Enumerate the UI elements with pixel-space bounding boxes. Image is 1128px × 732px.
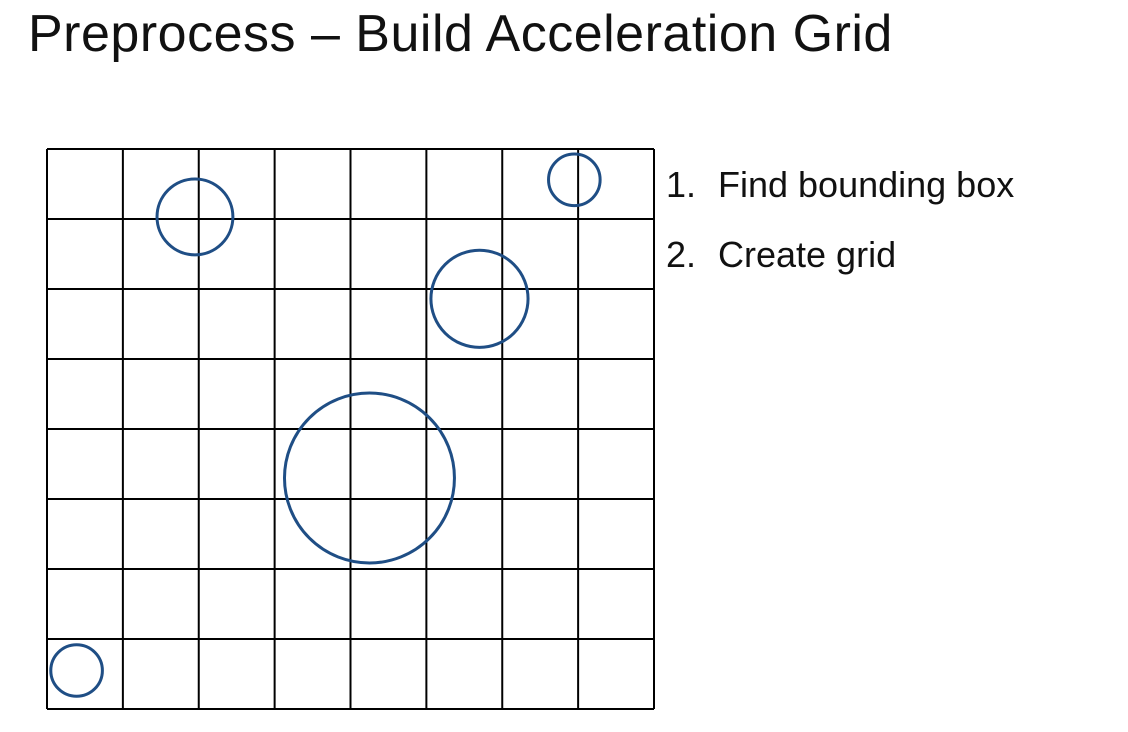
steps-list: 1. Find bounding box 2. Create grid xyxy=(666,150,1014,290)
step-number: 1. xyxy=(666,164,697,205)
step-item-1: 1. Find bounding box xyxy=(666,150,1014,220)
step-number: 2. xyxy=(666,234,697,275)
scene-object-circle xyxy=(155,177,235,257)
scene-object-circle xyxy=(429,248,530,349)
scene-objects xyxy=(49,152,602,698)
step-text: Find bounding box xyxy=(718,164,1015,205)
slide-title: Preprocess – Build Acceleration Grid xyxy=(28,5,893,63)
step-text: Create grid xyxy=(718,234,897,275)
grid-lines xyxy=(46,148,655,710)
scene-object-circle xyxy=(49,643,104,698)
scene-object-circle xyxy=(547,152,602,208)
step-item-2: 2. Create grid xyxy=(666,220,1014,290)
scene-object-circle xyxy=(282,391,456,565)
